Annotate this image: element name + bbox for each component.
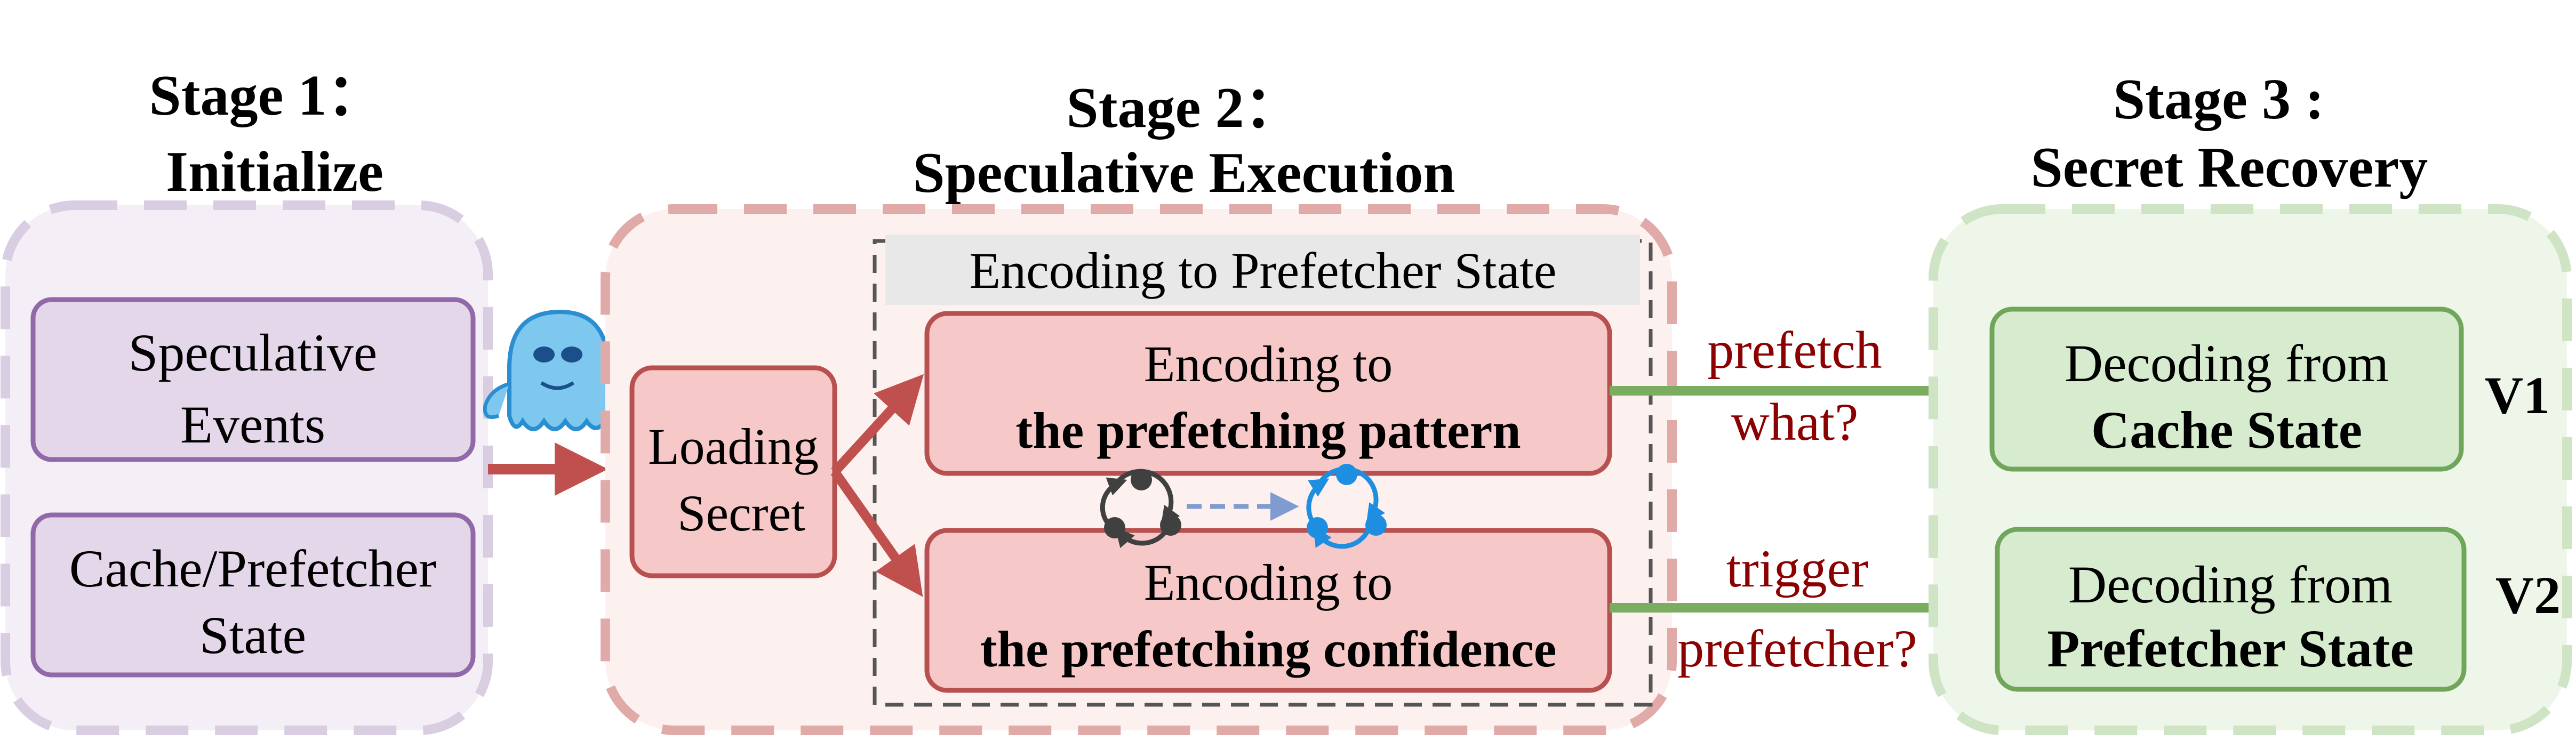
v2-label: V2 (2495, 566, 2561, 625)
stage3-group: Stage 3 : Secret Recovery Decoding from … (1929, 68, 2572, 735)
encoding-group-label-bg (885, 235, 1640, 305)
stage2-subtitle: Speculative Execution (913, 141, 1455, 205)
v2-line1: Decoding from (2068, 555, 2393, 614)
arrow-loading-to-pattern (831, 374, 924, 476)
v2-line2: Prefetcher State (2047, 619, 2414, 678)
stage3-subtitle: Secret Recovery (2031, 136, 2428, 199)
pattern-line1: Encoding to (1144, 335, 1393, 392)
cache-prefetcher-line2: State (199, 606, 306, 665)
dark-cycle-icon (1100, 469, 1181, 549)
cache-prefetcher-state-box (30, 512, 476, 678)
spectre-ghost-icon (483, 309, 655, 431)
arrow-label-trigger: trigger (1726, 539, 1869, 598)
stage1-group: Stage 1： Initialize Speculative Events C… (1, 64, 493, 735)
speculative-events-line1: Speculative (129, 323, 378, 382)
v1-line1: Decoding from (2065, 334, 2389, 393)
stage1-subtitle: Initialize (166, 140, 383, 204)
stage2-title: Stage 2： (1067, 76, 1302, 140)
confidence-line2: the prefetching confidence (980, 621, 1557, 678)
arrow-label-prefetcher: prefetcher? (1677, 619, 1917, 678)
confidence-line1: Encoding to (1144, 554, 1393, 611)
blue-cycle-icon (1306, 464, 1387, 549)
loading-secret-line1: Loading (648, 418, 819, 475)
stage2-group: Stage 2： Speculative Execution Encoding … (601, 76, 1677, 735)
arrow-loading-to-confidence (830, 469, 923, 597)
speculative-events-line2: Events (180, 395, 325, 454)
loading-secret-line2: Secret (677, 485, 805, 542)
decoding-cache-state-box (1989, 307, 2464, 472)
speculative-events-box (30, 297, 476, 462)
arrow-label-what: what? (1731, 392, 1859, 452)
v1-label: V1 (2485, 366, 2550, 425)
encoding-group-label: Encoding to Prefetcher State (970, 242, 1557, 299)
arrow-label-prefetch: prefetch (1707, 320, 1882, 380)
cache-prefetcher-line1: Cache/Prefetcher (69, 539, 436, 598)
stage3-title: Stage 3 : (2113, 68, 2324, 131)
v1-line2: Cache State (2091, 400, 2362, 460)
stage1-title: Stage 1： (149, 64, 385, 127)
pattern-line2: the prefetching pattern (1015, 402, 1521, 459)
decoding-prefetcher-state-box (1995, 527, 2467, 692)
